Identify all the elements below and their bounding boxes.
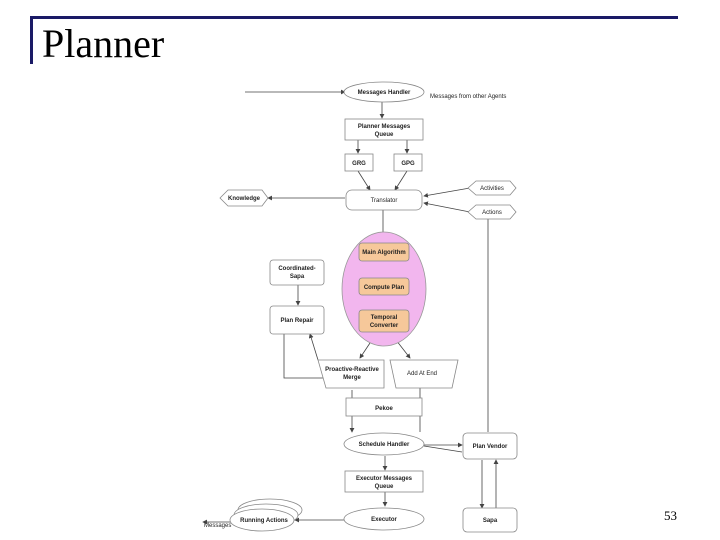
title-rule-top xyxy=(30,16,678,19)
proactive-reactive-merge-node: Proactive-Reactive Merge xyxy=(317,359,385,389)
svg-text:Knowledge: Knowledge xyxy=(228,196,261,202)
grg-node: GRG xyxy=(344,153,374,172)
svg-text:Temporal: Temporal xyxy=(371,315,398,321)
svg-text:Coordinated-: Coordinated- xyxy=(278,266,315,272)
svg-text:Executor: Executor xyxy=(371,517,397,523)
svg-text:Plan Vendor: Plan Vendor xyxy=(473,444,508,450)
plan-repair-node: Plan Repair xyxy=(269,305,325,335)
svg-text:Plan Repair: Plan Repair xyxy=(280,318,314,324)
slide-title: Planner xyxy=(42,21,165,66)
compute-plan-node: Compute Plan xyxy=(358,277,410,296)
title-rule-left xyxy=(30,16,33,64)
svg-text:Main Algorithm: Main Algorithm xyxy=(362,250,405,256)
svg-text:Add At End: Add At End xyxy=(407,371,437,377)
plan-vendor-node: Plan Vendor xyxy=(462,432,518,460)
sapa-node: Sapa xyxy=(462,507,518,533)
activities-node: Activities xyxy=(467,180,517,196)
knowledge-node: Knowledge xyxy=(219,189,269,207)
pekoe-node: Pekoe xyxy=(345,397,423,417)
svg-text:Running Actions: Running Actions xyxy=(240,518,288,524)
svg-text:Executor Messages: Executor Messages xyxy=(356,476,413,482)
add-at-end-node: Add At End xyxy=(389,359,459,389)
svg-text:Sapa: Sapa xyxy=(290,274,305,280)
coordinated-sapa-node: Coordinated- Sapa xyxy=(269,259,325,286)
actions-node: Actions xyxy=(467,204,517,220)
svg-text:Converter: Converter xyxy=(370,323,399,329)
svg-text:Proactive-Reactive: Proactive-Reactive xyxy=(325,367,379,373)
svg-text:Sapa: Sapa xyxy=(483,518,498,524)
svg-text:Merge: Merge xyxy=(343,375,361,381)
svg-text:Messages Handler: Messages Handler xyxy=(358,90,411,96)
messages-handler-node: Messages Handler xyxy=(343,81,425,103)
planner-messages-queue-node: Planner Messages Queue xyxy=(344,118,424,141)
svg-text:Pekoe: Pekoe xyxy=(375,406,393,412)
page-number: 53 xyxy=(664,508,677,523)
messages-label: Messages xyxy=(204,523,231,529)
svg-text:Activities: Activities xyxy=(480,186,504,192)
svg-text:GPG: GPG xyxy=(401,161,415,167)
main-algorithm-node: Main Algorithm xyxy=(358,242,410,262)
svg-text:Queue: Queue xyxy=(375,132,394,138)
schedule-handler-node: Schedule Handler xyxy=(343,432,425,456)
svg-text:Queue: Queue xyxy=(375,484,394,490)
svg-text:Translator: Translator xyxy=(371,198,398,204)
svg-text:Actions: Actions xyxy=(482,210,502,216)
gpg-node: GPG xyxy=(393,153,423,172)
svg-text:Planner Messages: Planner Messages xyxy=(358,124,411,130)
temporal-converter-node: Temporal Converter xyxy=(358,309,410,333)
executor-messages-queue-node: Executor Messages Queue xyxy=(344,470,424,493)
svg-text:Compute Plan: Compute Plan xyxy=(364,285,405,291)
svg-text:GRG: GRG xyxy=(352,161,366,167)
running-actions-node: Running Actions xyxy=(229,498,303,532)
translator-node: Translator xyxy=(345,189,423,211)
messages-from-other-agents-label: Messages from other Agents xyxy=(430,94,506,100)
executor-node: Executor xyxy=(343,507,425,531)
svg-text:Schedule Handler: Schedule Handler xyxy=(359,442,410,448)
